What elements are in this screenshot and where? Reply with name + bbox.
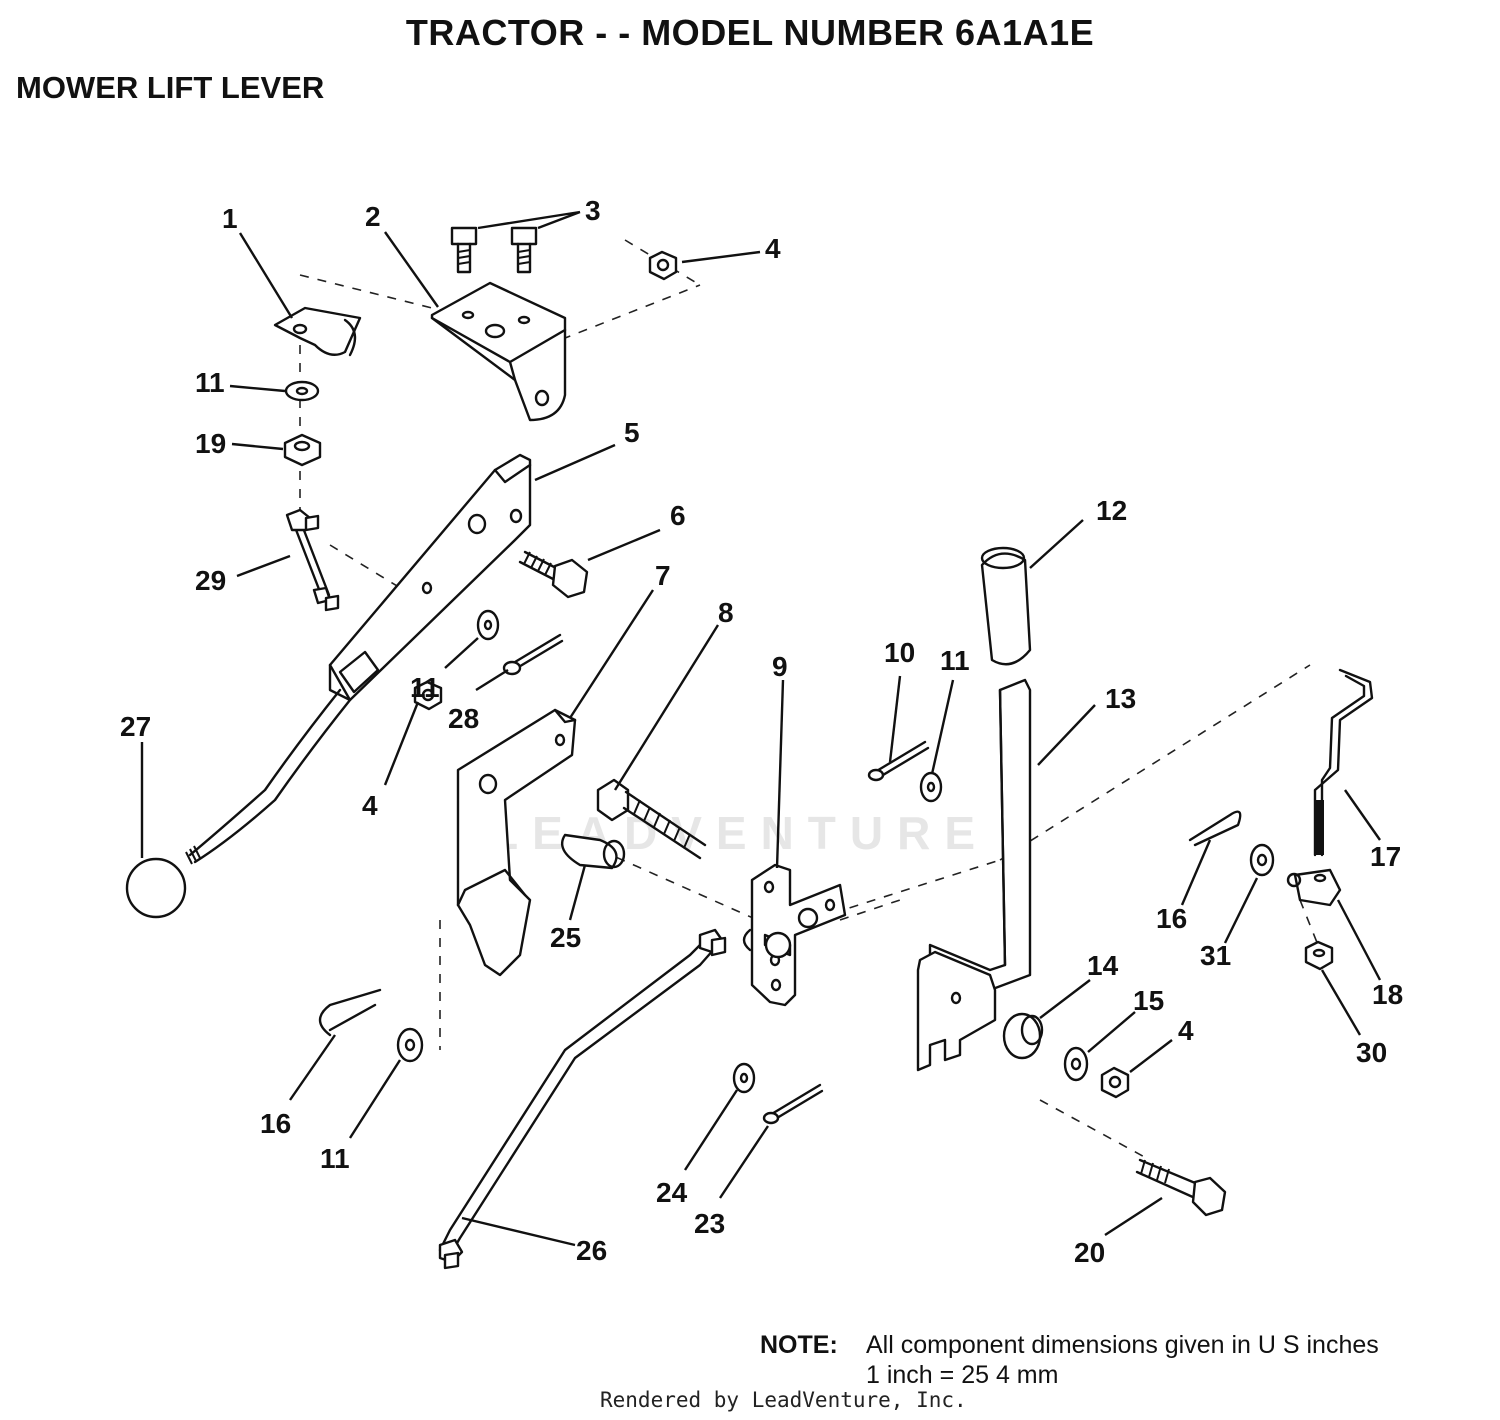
part-11-washer-low — [396, 1027, 424, 1063]
callout-numbers: 1 2 3 4 11 19 5 6 12 29 7 8 10 11 9 13 1… — [120, 195, 1403, 1268]
callout-24: 24 — [656, 1177, 688, 1208]
part-9-pivot-bracket — [742, 863, 847, 1007]
part-28-cotter-pin — [502, 633, 564, 676]
note-line-2: 1 inch = 25 4 mm — [866, 1361, 1059, 1389]
part-27-knob — [125, 857, 187, 919]
section-title: MOWER LIFT LEVER — [16, 70, 325, 105]
page-title: TRACTOR - - MODEL NUMBER 6A1A1E — [405, 12, 1095, 53]
part-2-bracket — [430, 281, 567, 422]
callout-17: 17 — [1370, 841, 1401, 872]
part-7-plate — [456, 708, 577, 977]
leader-lines — [140, 210, 1382, 1247]
part-14-bushing — [1002, 1012, 1044, 1060]
assembly-guide-lines — [299, 239, 1321, 1161]
part-19-nut — [283, 433, 322, 467]
part-8-bolt — [596, 778, 707, 860]
callout-3: 3 — [585, 195, 601, 226]
part-26-link-rod — [438, 928, 727, 1270]
callout-1: 1 — [222, 203, 238, 234]
callout-16-left: 16 — [260, 1108, 291, 1139]
part-29-link — [285, 508, 340, 612]
part-23-cotter-pin — [762, 1083, 824, 1125]
callout-29: 29 — [195, 565, 226, 596]
callout-11-low: 11 — [320, 1143, 350, 1174]
part-31-washer — [1249, 843, 1275, 877]
callout-4-top: 4 — [765, 233, 781, 264]
callout-30: 30 — [1356, 1037, 1387, 1068]
callout-4-low: 4 — [1178, 1015, 1194, 1046]
callout-31: 31 — [1200, 940, 1231, 971]
part-11-washer-top — [284, 380, 320, 402]
callout-6: 6 — [670, 500, 686, 531]
callout-11-top: 11 — [195, 367, 225, 398]
callout-28: 28 — [448, 703, 479, 734]
part-16-hairpin-left — [318, 988, 382, 1037]
part-25-pin — [560, 833, 626, 870]
part-11-washer-right — [919, 771, 943, 803]
part-1-clip — [273, 306, 362, 357]
part-11-washer-mid — [476, 609, 500, 641]
callout-5: 5 — [624, 417, 640, 448]
note-line-1: All component dimensions given in U S in… — [866, 1331, 1379, 1359]
footer-credit: Rendered by LeadVenture, Inc. — [600, 1388, 967, 1412]
callout-26: 26 — [576, 1235, 607, 1266]
callout-13: 13 — [1105, 683, 1136, 714]
part-30-nut — [1304, 940, 1334, 971]
part-12-handle-grip — [980, 546, 1032, 666]
part-16-hairpin-right — [1188, 810, 1242, 847]
callout-4-mid: 4 — [362, 790, 378, 821]
note-label: NOTE: — [760, 1331, 838, 1359]
part-13-lever — [916, 678, 1032, 1072]
callout-15: 15 — [1133, 985, 1164, 1016]
callout-18: 18 — [1372, 979, 1403, 1010]
part-5-lift-arm — [185, 453, 532, 865]
part-10-cotter-pin — [867, 740, 930, 782]
callout-16-right: 16 — [1156, 903, 1187, 934]
callout-23: 23 — [694, 1208, 725, 1239]
callout-8: 8 — [718, 597, 734, 628]
part-4-nut-top — [648, 250, 678, 281]
callout-9: 9 — [772, 651, 788, 682]
part-4-nut-mid — [413, 680, 443, 711]
part-24-washer — [732, 1062, 756, 1094]
part-17-rod — [1313, 668, 1374, 857]
callout-7: 7 — [655, 560, 671, 591]
part-20-bolt — [1135, 1158, 1227, 1217]
callout-25: 25 — [550, 922, 581, 953]
part-3-bolts — [450, 226, 538, 274]
callout-14: 14 — [1087, 950, 1119, 981]
callout-19: 19 — [195, 428, 226, 459]
part-18-swivel — [1286, 868, 1342, 907]
callout-20: 20 — [1074, 1237, 1105, 1268]
dimension-note: NOTE: All component dimensions given in U… — [760, 1330, 1379, 1390]
callout-2: 2 — [365, 201, 381, 232]
part-15-washer — [1063, 1046, 1089, 1082]
callout-11-mid: 11 — [410, 672, 440, 703]
callout-12: 12 — [1096, 495, 1127, 526]
part-6-bolt — [518, 550, 589, 599]
callout-27: 27 — [120, 711, 151, 742]
callout-11-right: 11 — [940, 645, 970, 676]
part-4-nut-low — [1100, 1066, 1130, 1099]
callout-10: 10 — [884, 637, 915, 668]
